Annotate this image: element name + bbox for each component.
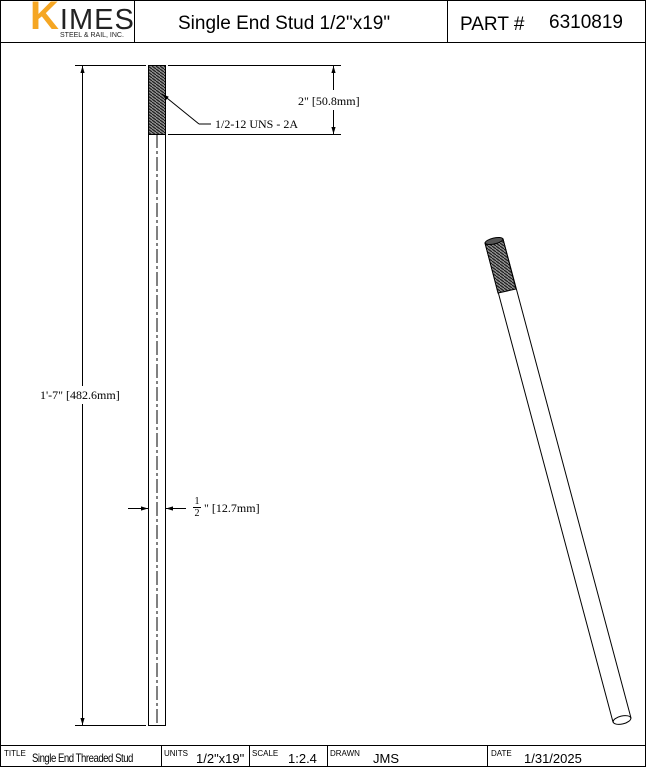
- part-label: PART #: [460, 14, 525, 35]
- fraction-numerator: 1: [193, 496, 201, 508]
- stud-iso-view: [484, 236, 632, 725]
- diameter-label: " [12.7mm]: [204, 501, 260, 515]
- scale-value: 1:2.4: [288, 751, 317, 766]
- part-number: 6310819: [549, 12, 623, 33]
- logo-text: KIMES: [30, 0, 135, 38]
- diameter-fraction: 1 2: [193, 496, 201, 519]
- units-value: 1/2"x19": [196, 751, 245, 766]
- drawn-label: DRAWN: [330, 749, 360, 758]
- thread-length-dimension: [168, 65, 341, 135]
- fraction-denominator: 2: [194, 508, 200, 519]
- thread-spec-label: 1/2-12 UNS - 2A: [215, 117, 298, 131]
- logo-subtitle: STEEL & RAIL, INC.: [60, 32, 124, 39]
- scale-label: SCALE: [252, 749, 279, 758]
- thread-length-label: 2" [50.8mm]: [298, 94, 360, 108]
- overall-length-label: 1'-7" [482.6mm]: [40, 388, 120, 402]
- title-label: TITLE: [4, 749, 26, 758]
- drawn-value: JMS: [373, 751, 399, 766]
- title-value: Single End Threaded Stud: [32, 751, 133, 765]
- overall-length-dimension: [75, 65, 146, 726]
- stud-front-view: [148, 65, 166, 726]
- date-value: 1/31/2025: [524, 751, 582, 766]
- units-label: UNITS: [164, 749, 188, 758]
- date-label: DATE: [491, 749, 512, 758]
- drawing-title: Single End Stud 1/2"x19": [178, 13, 391, 34]
